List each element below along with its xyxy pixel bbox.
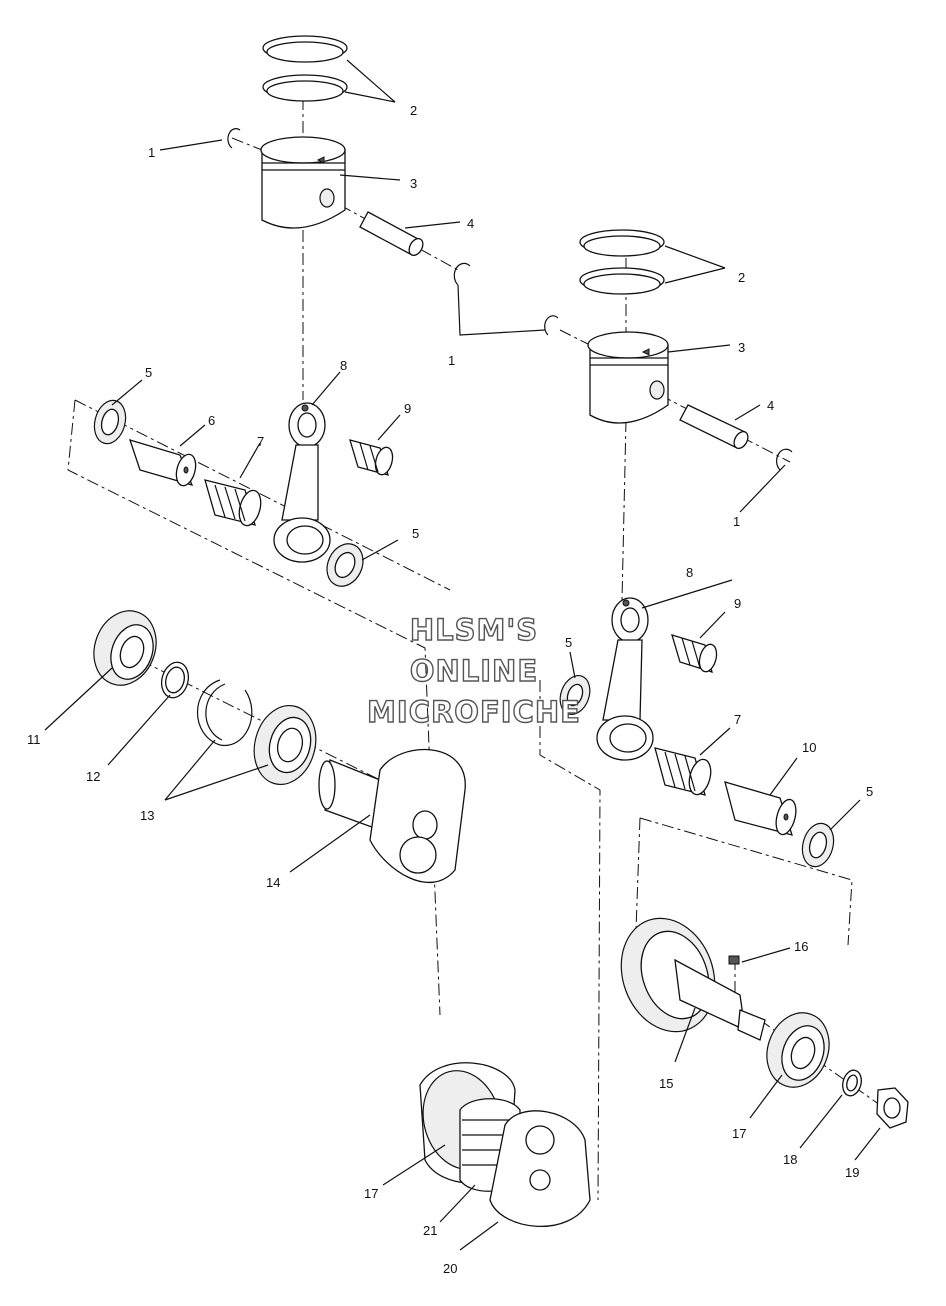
callout-16: 16 xyxy=(794,939,808,954)
callout-6: 6 xyxy=(208,413,215,428)
piston-pin-right xyxy=(679,404,749,450)
callout-15: 15 xyxy=(659,1076,673,1091)
key-16 xyxy=(728,955,740,965)
callout-3: 3 xyxy=(738,340,745,355)
washer-18 xyxy=(842,1069,862,1097)
crankshaft-assembly-20 xyxy=(419,1062,591,1228)
callout-9: 9 xyxy=(734,596,741,611)
callout-1: 1 xyxy=(148,145,155,160)
callout-5: 5 xyxy=(866,784,873,799)
crank-pin-right xyxy=(724,781,797,836)
connecting-rod-right xyxy=(596,597,654,761)
watermark-line-2: ONLINE xyxy=(410,654,538,688)
callout-4: 4 xyxy=(767,398,774,413)
nut-19 xyxy=(876,1087,909,1129)
bearing-13 xyxy=(253,704,317,786)
callout-20: 20 xyxy=(443,1261,457,1276)
thrust-washer-right-mid xyxy=(559,675,591,715)
callout-5: 5 xyxy=(412,526,419,541)
leader-lines xyxy=(44,59,881,1251)
callout-2: 2 xyxy=(410,103,417,118)
circlip-right-lower xyxy=(776,448,793,471)
callout-7: 7 xyxy=(257,434,264,449)
callout-5: 5 xyxy=(145,365,152,380)
callout-labels: 1 2 3 4 1 2 3 4 1 5 6 7 8 9 5 8 9 5 7 10… xyxy=(27,103,873,1276)
callout-19: 19 xyxy=(845,1165,859,1180)
needle-bearing-right-large xyxy=(654,747,712,796)
crank-pin-left xyxy=(128,439,197,487)
callout-10: 10 xyxy=(802,740,816,755)
callout-8: 8 xyxy=(686,565,693,580)
callout-12: 12 xyxy=(86,769,100,784)
piston-rings-top-right xyxy=(579,229,665,295)
callout-17: 17 xyxy=(732,1126,746,1141)
thrust-washer-right-bottom xyxy=(801,822,835,868)
callout-21: 21 xyxy=(423,1223,437,1238)
bearing-17-right xyxy=(766,1012,830,1088)
callout-1: 1 xyxy=(448,353,455,368)
callout-2: 2 xyxy=(738,270,745,285)
callout-4: 4 xyxy=(467,216,474,231)
needle-bearing-right-small xyxy=(671,634,718,673)
circlip-top-left xyxy=(227,128,241,149)
thrust-washer-left-bottom xyxy=(326,543,364,587)
callout-7: 7 xyxy=(734,712,741,727)
callout-11: 11 xyxy=(27,732,41,747)
watermark-line-3: MICROFICHE xyxy=(367,695,581,729)
callout-1: 1 xyxy=(733,514,740,529)
callout-8: 8 xyxy=(340,358,347,373)
piston-pin-top-left xyxy=(359,211,424,257)
circlip-right-upper xyxy=(544,315,559,336)
callout-18: 18 xyxy=(783,1152,797,1167)
callout-14: 14 xyxy=(266,875,280,890)
needle-bearing-left-small xyxy=(349,439,394,476)
watermark-line-1: HLSM'S xyxy=(410,613,538,647)
piston-rings-top-left xyxy=(262,35,348,102)
callout-3: 3 xyxy=(410,176,417,191)
piston-top-left xyxy=(260,136,346,229)
connecting-rod-left xyxy=(273,402,331,563)
needle-bearing-left-large xyxy=(204,479,262,527)
snap-ring-13 xyxy=(197,679,253,746)
seal-ring-12 xyxy=(160,661,190,699)
crankshaft-half-14 xyxy=(318,748,466,883)
watermark: HLSM'S ONLINE MICROFICHE xyxy=(366,612,581,729)
crankshaft-half-15 xyxy=(620,917,766,1041)
circlip-mid-left xyxy=(453,262,471,286)
bearing-11 xyxy=(93,610,157,686)
callout-13: 13 xyxy=(140,808,154,823)
callout-5: 5 xyxy=(565,635,572,650)
callout-17: 17 xyxy=(364,1186,378,1201)
piston-right xyxy=(587,331,669,424)
thrust-washer-left-top xyxy=(93,399,127,445)
callout-9: 9 xyxy=(404,401,411,416)
